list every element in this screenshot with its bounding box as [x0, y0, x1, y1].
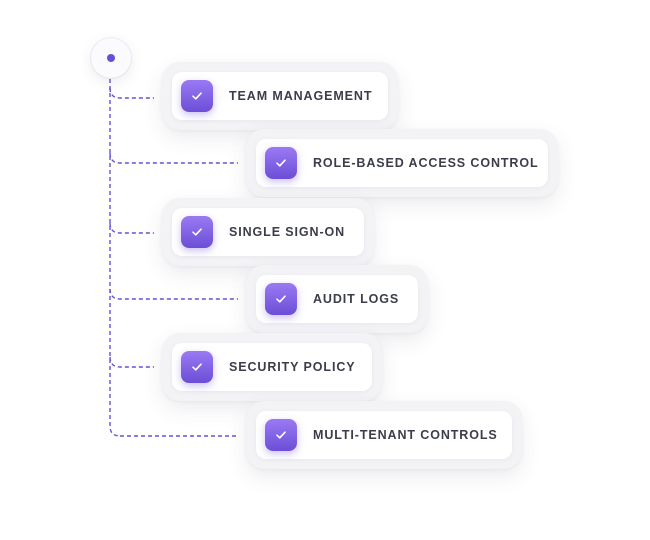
checkmark-icon [265, 147, 297, 179]
checkmark-icon [181, 216, 213, 248]
feature-team-management: TEAM MANAGEMENT [162, 62, 398, 130]
connector-branch-3 [109, 222, 154, 234]
feature-security-policy: SECURITY POLICY [162, 333, 382, 401]
connector-branch-2 [109, 152, 238, 164]
checkmark-icon [265, 419, 297, 451]
feature-card: MULTI-TENANT CONTROLS [256, 411, 512, 459]
checkmark-icon [181, 351, 213, 383]
feature-card: AUDIT LOGS [256, 275, 418, 323]
feature-single-sign-on: SINGLE SIGN-ON [162, 198, 374, 266]
feature-multi-tenant-controls: MULTI-TENANT CONTROLS [246, 401, 522, 469]
connector-branch-4 [109, 288, 238, 300]
feature-role-based-access-control: ROLE-BASED ACCESS CONTROL [246, 129, 558, 197]
root-dot [107, 54, 115, 62]
feature-label: SINGLE SIGN-ON [229, 225, 346, 239]
feature-label: MULTI-TENANT CONTROLS [313, 428, 498, 442]
connector-branch-5 [109, 356, 154, 368]
connector-branch-1 [109, 87, 154, 99]
feature-card: TEAM MANAGEMENT [172, 72, 388, 120]
checkmark-icon [181, 80, 213, 112]
checkmark-icon [265, 283, 297, 315]
feature-card: SINGLE SIGN-ON [172, 208, 364, 256]
feature-label: AUDIT LOGS [313, 292, 400, 306]
feature-label: ROLE-BASED ACCESS CONTROL [313, 156, 539, 170]
feature-label: SECURITY POLICY [229, 360, 356, 374]
feature-label: TEAM MANAGEMENT [229, 89, 373, 103]
feature-audit-logs: AUDIT LOGS [246, 265, 428, 333]
feature-card: SECURITY POLICY [172, 343, 372, 391]
root-node [91, 38, 131, 78]
feature-card: ROLE-BASED ACCESS CONTROL [256, 139, 548, 187]
connector-trunk [109, 72, 121, 437]
